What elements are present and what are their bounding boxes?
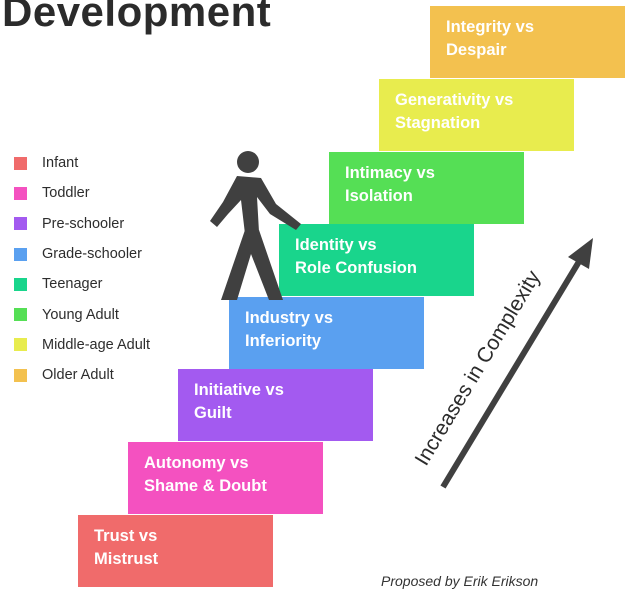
legend-swatch (14, 186, 27, 200)
stage-line-1: Intimacy vs (345, 164, 435, 182)
legend-item-pre-schooler: Pre-schooler (14, 209, 150, 239)
stage-step-intimacy: Intimacy vs Isolation (329, 152, 524, 224)
stage-line-2: Stagnation (395, 114, 481, 132)
legend-label: Teenager (42, 276, 103, 293)
legend-label: Pre-schooler (42, 215, 125, 232)
legend-swatch (14, 368, 27, 382)
up-right-arrow-icon: Increases in Complexity (411, 238, 593, 489)
legend-swatch (14, 156, 27, 170)
legend-swatch (14, 217, 27, 231)
stage-step-initiative: Initiative vs Guilt (178, 369, 373, 441)
stage-step-integrity: Integrity vs Despair (430, 6, 625, 78)
stage-line-1: Generativity vs (395, 91, 514, 109)
stage-line-2: Isolation (345, 187, 413, 205)
stage-line-1: Trust vs (94, 527, 158, 545)
stage-step-generativity: Generativity vs Stagnation (379, 79, 574, 151)
legend-label: Toddler (42, 185, 90, 202)
stage-step-industry: Industry vs Inferiority (229, 297, 424, 369)
legend-swatch (14, 338, 27, 352)
legend-item-infant: Infant (14, 148, 150, 178)
legend-label: Young Adult (42, 306, 119, 323)
stage-line-1: Autonomy vs (144, 454, 249, 472)
stage-line-2: Despair (446, 41, 507, 59)
stage-line-2: Guilt (194, 404, 232, 422)
legend-swatch (14, 247, 27, 261)
stage-line-2: Inferiority (245, 332, 322, 350)
stage-step-autonomy: Autonomy vs Shame & Doubt (128, 442, 323, 514)
legend-label: Infant (42, 155, 79, 172)
stage-line-2: Mistrust (94, 550, 159, 568)
legend-item-young-adult: Young Adult (14, 299, 150, 329)
stage-line-1: Identity vs (295, 236, 377, 254)
stage-step-trust: Trust vs Mistrust (78, 515, 273, 587)
legend-label: Middle-age Adult (42, 336, 151, 353)
credit-text: Proposed by Erik Erikson (381, 573, 539, 589)
complexity-arrow-label: Increases in Complexity (411, 266, 546, 469)
legend-item-middle-age-adult: Middle-age Adult (14, 330, 150, 360)
legend-label: Older Adult (42, 367, 114, 384)
stage-line-1: Initiative vs (194, 381, 284, 399)
stage-line-2: Shame & Doubt (144, 477, 267, 495)
stage-line-2: Role Confusion (295, 259, 417, 277)
legend-item-teenager: Teenager (14, 269, 150, 299)
legend: Infant Toddler Pre-schooler Grade-school… (14, 148, 150, 390)
legend-item-grade-schooler: Grade-schooler (14, 239, 150, 269)
legend-swatch (14, 277, 27, 291)
legend-item-toddler: Toddler (14, 178, 150, 208)
legend-label: Grade-schooler (42, 246, 142, 263)
legend-item-older-adult: Older Adult (14, 360, 150, 390)
walking-person-icon (210, 151, 301, 300)
legend-swatch (14, 308, 27, 322)
stage-line-1: Integrity vs (446, 18, 535, 36)
stage-step-identity: Identity vs Role Confusion (279, 224, 474, 296)
stage-line-1: Industry vs (245, 309, 334, 327)
page-title: Development (2, 0, 272, 35)
